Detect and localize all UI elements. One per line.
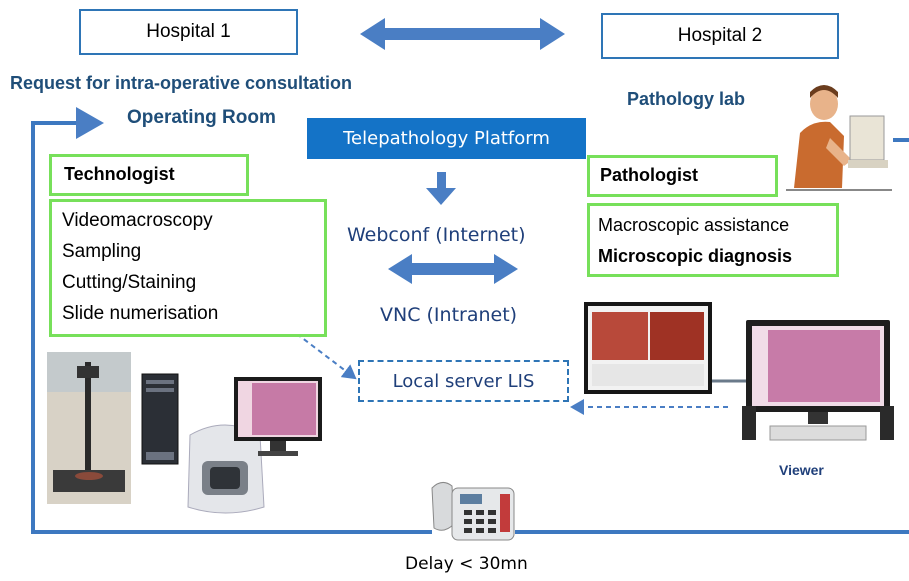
webconf-vnc-arrow [388,254,518,284]
down-arrow [426,172,456,205]
pathologist-tasks-box: Macroscopic assistance Microscopic diagn… [587,203,839,277]
viewer-workstation-image [742,320,894,441]
pathologist-illustration [786,85,892,191]
left-monitor-image [234,377,322,456]
task-item: Videomacroscopy [62,210,213,231]
hospital-link-arrow [360,18,565,50]
telephone-icon [431,482,515,541]
telepathology-platform: Telepathology Platform [307,118,586,159]
pathology-lab-label: Pathology lab [627,89,746,109]
technologist-tasks-box: Videomacroscopy Sampling Cutting/Stainin… [49,199,327,337]
task-item: Microscopic diagnosis [598,246,793,266]
task-item: Sampling [62,241,142,262]
loop-line [31,121,432,534]
pathologist-title: Pathologist [600,165,698,185]
platform-label: Telepathology Platform [343,128,550,149]
technologist-title: Technologist [64,164,175,184]
task-item: Macroscopic assistance [598,215,790,235]
hospital-2-label: Hospital 2 [677,25,763,46]
lis-label: Local server LIS [392,370,535,392]
task-item: Cutting/Staining [62,272,197,293]
macroscopy-station-image [47,352,131,504]
task-item: Slide numerisation [62,303,219,324]
viewer-label: Viewer [779,462,824,478]
pathologist-box: Pathologist [587,155,778,197]
technologist-box: Technologist [49,154,249,196]
hospital-1-label: Hospital 1 [146,21,231,42]
computer-tower-image [141,373,179,465]
slide-scanner-image [187,424,265,514]
webconf-label: Webconf (Internet) [347,224,526,246]
local-server-lis: Local server LIS [358,360,569,402]
delay-label: Delay < 30mn [405,554,528,574]
macroscopy-screenshot-image [584,302,712,394]
vnc-label: VNC (Intranet) [380,304,518,326]
operating-room-label: Operating Room [127,107,276,128]
request-label: Request for intra-operative consultation [10,73,353,93]
hospital-2-box: Hospital 2 [601,13,839,59]
hospital-1-box: Hospital 1 [79,9,298,55]
